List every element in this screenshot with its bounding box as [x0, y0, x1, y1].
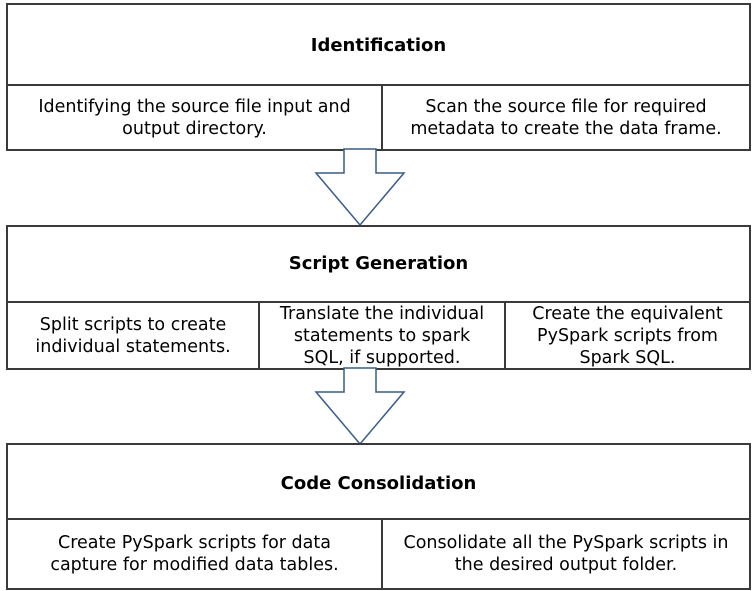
- stage-steps-row: Identifying the source file input and ou…: [6, 84, 751, 151]
- stage-code-consolidation: Code Consolidation Create PySpark script…: [6, 443, 751, 590]
- step-split-scripts: Split scripts to create individual state…: [35, 314, 231, 357]
- stage-title: Code Consolidation: [280, 473, 477, 494]
- step-identify-io-directory: Identifying the source file input and ou…: [38, 96, 351, 139]
- stage-script-generation: Script Generation Split scripts to creat…: [6, 225, 751, 370]
- step-translate-spark-sql: Translate the individual statements to s…: [258, 303, 504, 368]
- step-consolidate-scripts: Consolidate all the PySpark scripts in t…: [381, 520, 749, 588]
- stage-identification: Identification Identifying the source fi…: [6, 3, 751, 151]
- down-arrow-icon: [314, 148, 406, 227]
- stage-steps-row: Split scripts to create individual state…: [6, 301, 751, 370]
- stage-title: Identification: [310, 35, 447, 56]
- down-arrow-icon: [314, 367, 406, 446]
- stage-steps-row: Create PySpark scripts for data capture …: [6, 518, 751, 590]
- step-scan-metadata: Scan the source file for required metada…: [381, 86, 749, 149]
- step-create-pyspark: Create the equivalent PySpark scripts fr…: [504, 303, 749, 368]
- step-create-capture-scripts: Create PySpark scripts for data capture …: [50, 533, 339, 575]
- stage-title: Script Generation: [288, 253, 469, 274]
